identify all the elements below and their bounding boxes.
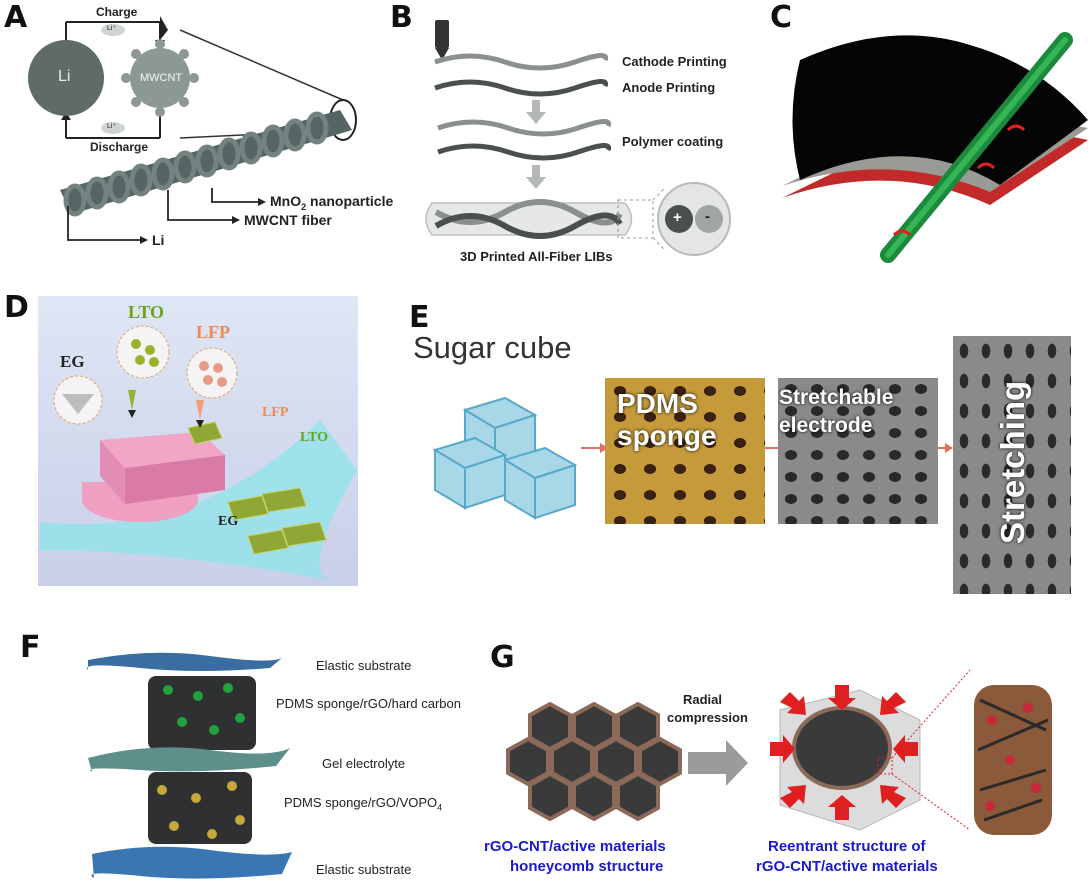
panel-g: G	[480, 630, 1092, 893]
stretchable-electrode-image	[778, 378, 938, 524]
lto-top-label: LTO	[128, 302, 165, 322]
panel-f-diagram	[87, 652, 292, 879]
panel-label: A	[4, 0, 28, 35]
panel-e-diagram	[432, 396, 953, 520]
panel-f: F Elastic substrate PDMS sponge/rGO/hard…	[0, 630, 470, 893]
layer-gel: Gel electrolyte	[322, 756, 406, 771]
honeycomb-caption-2: honeycomb structure	[510, 858, 664, 875]
pdms-sponge-image	[605, 378, 765, 524]
panel-e: E Sugar cube PDMS sponge Stretchable ele…	[405, 300, 1092, 600]
panel-label: C	[770, 0, 793, 35]
stretching-label: Stretching	[994, 380, 1031, 544]
panel-label: D	[4, 290, 29, 325]
pdms-line1: PDMS	[617, 388, 698, 419]
layer-elastic-bottom: Elastic substrate	[316, 862, 412, 877]
reentrant-caption-1: Reentrant structure of	[768, 838, 926, 855]
stretch-line1: Stretchable	[779, 386, 894, 409]
panel-c: C	[770, 0, 1092, 265]
mwcnt-fiber-label: MWCNT fiber	[244, 212, 332, 228]
panel-b-diagram	[425, 20, 731, 256]
reentrant-caption-2: rGO-CNT/active materials	[756, 858, 938, 875]
anode-label: Anode Printing	[622, 80, 716, 95]
panel-d-diagram	[40, 325, 357, 580]
panel-b: B + - Cathode Printing Anode Printing Po…	[380, 0, 760, 270]
lto-right-label: LTO	[300, 430, 329, 445]
li-arrow-label: Li	[152, 232, 165, 248]
li-ion-bottom: Li⁺	[107, 123, 117, 130]
discharge-label: Discharge	[90, 140, 149, 154]
polymer-label: Polymer coating	[622, 134, 724, 149]
eg-left-label: EG	[60, 352, 85, 371]
panel-label: E	[409, 300, 430, 335]
panel-d: D LTO LFP EG LFP LTO EG	[0, 290, 360, 590]
mwcnt-sphere-label: MWCNT	[140, 72, 183, 84]
cathode-label: Cathode Printing	[622, 54, 727, 69]
layer-vopo4: PDMS sponge/rGO/VOPO4	[284, 795, 443, 813]
lfp-top-label: LFP	[196, 322, 230, 342]
plus-label: +	[673, 209, 682, 226]
pdms-line2: sponge	[617, 420, 717, 451]
minus-label: -	[705, 208, 710, 225]
li-sphere-label: Li	[58, 68, 71, 85]
panel-label: G	[490, 640, 515, 675]
panel-a: A	[0, 0, 400, 260]
fiber-lib-caption: 3D Printed All-Fiber LIBs	[460, 249, 613, 264]
sugar-cube-label: Sugar cube	[413, 330, 572, 365]
li-ion-top: Li⁺	[107, 25, 117, 32]
panel-label: F	[20, 630, 41, 665]
eg-bottom-label: EG	[218, 514, 239, 529]
layer-hard-carbon: PDMS sponge/rGO/hard carbon	[276, 696, 461, 711]
panel-c-diagram	[782, 32, 1088, 263]
radial-line1: Radial	[683, 692, 723, 707]
honeycomb-caption-1: rGO-CNT/active materials	[484, 838, 666, 855]
charge-label: Charge	[96, 5, 138, 19]
lfp-right-label: LFP	[262, 405, 289, 420]
mno2-label: MnO2 nanoparticle	[270, 193, 394, 212]
panel-a-diagram	[28, 16, 357, 244]
layer-elastic-top: Elastic substrate	[316, 658, 412, 673]
stretching-image	[953, 336, 1071, 594]
stretch-line2: electrode	[779, 414, 873, 437]
panel-g-diagram	[506, 669, 1052, 835]
panel-label: B	[390, 0, 413, 35]
radial-line2: compression	[667, 710, 748, 725]
